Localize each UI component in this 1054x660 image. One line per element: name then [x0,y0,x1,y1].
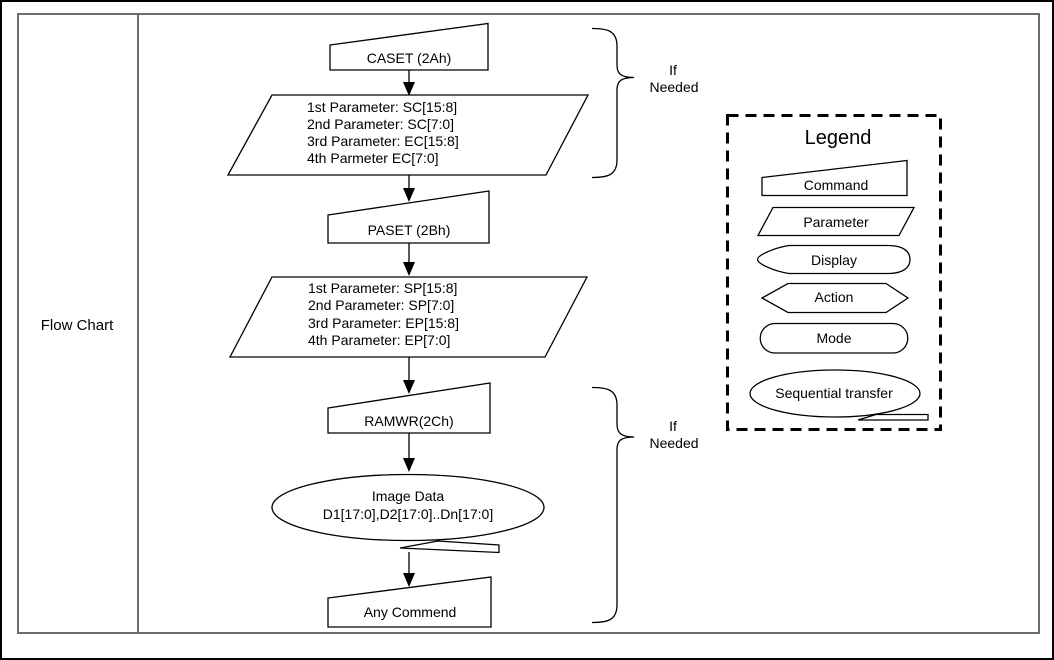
legend-parameter-label: Parameter [803,214,869,230]
image-data-line-2: D1[17:0],D2[17:0]..Dn[17:0] [323,506,493,522]
paset-params-shape [228,276,589,358]
legend-display-label: Display [811,252,857,268]
legend-command-label: Command [804,177,869,193]
any-command-label: Any Commend [364,604,457,620]
if-needed-bottom-line-1: If [669,418,677,434]
if-needed-bottom-line-2: Needed [649,435,698,451]
arrow-paset-to-params [403,243,415,276]
arrow-ramwr-to-image-data [403,433,415,472]
legend: Legend Command Parameter Display Action … [726,114,942,431]
if-needed-top-line-1: If [669,62,677,78]
paset-param-line-2: 2nd Parameter: SP[7:0] [308,297,454,313]
legend-action-label: Action [815,289,854,305]
ramwr-command-label: RAMWR(2Ch) [364,413,453,429]
ramwr-command-shape [327,382,491,434]
caset-param-line-3: 3rd Parameter: EC[15:8] [307,133,459,149]
caset-param-line-4: 4th Parmeter EC[7:0] [307,150,439,166]
legend-display-shape [756,244,911,275]
arrow-image-data-to-any-command [403,552,415,587]
image-data-shape [271,473,545,542]
caset-param-line-1: 1st Parameter: SC[15:8] [307,99,457,115]
if-needed-brace-top [591,27,635,179]
legend-mode-shape [759,322,909,354]
legend-sequential-transfer-tail [857,413,929,421]
if-needed-brace-bottom [591,386,635,624]
legend-action-shape [760,282,910,314]
caset-command-shape [329,22,489,71]
caset-param-line-2: 2nd Parameter: SC[7:0] [307,116,454,132]
legend-sequential-transfer-shape [749,369,921,418]
caset-params-shape [226,94,590,176]
any-command-shape [327,576,492,628]
paset-param-line-3: 3rd Parameter: EP[15:8] [308,315,459,331]
arrow-params-to-paset [403,175,415,202]
image-data-tail [399,540,500,554]
legend-parameter-shape [756,206,916,237]
legend-command-shape [761,159,908,197]
caset-command-label: CASET (2Ah) [367,50,452,66]
image-data-line-1: Image Data [372,488,445,504]
legend-sequential-transfer-label: Sequential transfer [775,385,893,401]
legend-box [726,114,942,431]
row-label: Flow Chart [41,317,114,334]
legend-mode-label: Mode [816,330,851,346]
paset-command-shape [327,190,490,244]
paset-param-line-4: 4th Parameter: EP[7:0] [308,332,450,348]
legend-title: Legend [805,127,872,149]
table-border [17,13,1040,634]
if-needed-top-line-2: Needed [649,79,698,95]
arrow-params-to-ramwr [403,357,415,394]
arrow-caset-to-params [403,70,415,96]
paset-param-line-1: 1st Parameter: SP[15:8] [308,280,457,296]
paset-command-label: PASET (2Bh) [368,222,451,238]
